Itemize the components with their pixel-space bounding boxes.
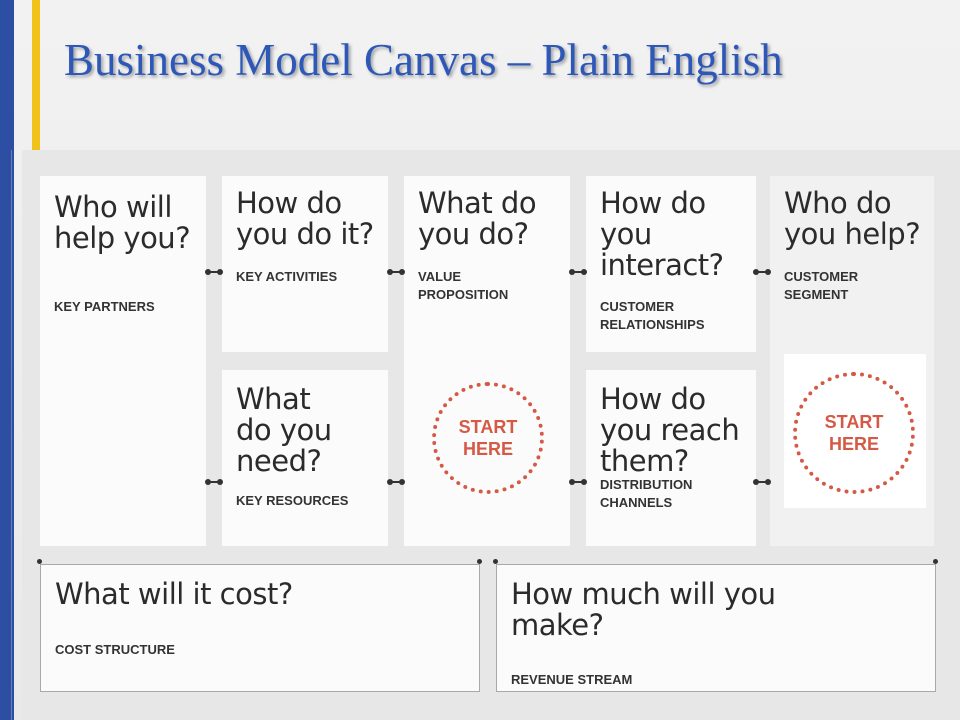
- value-proposition-label: VALUE PROPOSITION: [418, 269, 509, 302]
- start-here-badge: START HERE: [432, 382, 544, 494]
- key-resources-question: What do you need?: [236, 382, 332, 478]
- accent-line: [11, 150, 12, 720]
- corner-dot: [933, 559, 938, 564]
- connector: [203, 267, 225, 277]
- key-partners-label: KEY PARTNERS: [54, 299, 155, 314]
- revenue-stream-block: How much will you make? REVENUE STREAM: [496, 564, 936, 692]
- business-model-canvas: Who will help you? KEY PARTNERS How do y…: [22, 150, 960, 720]
- left-accent-bar: [0, 0, 14, 720]
- connector: [203, 477, 225, 487]
- connector: [751, 267, 773, 277]
- start-here-panel: START HERE: [784, 354, 926, 508]
- connector: [567, 267, 589, 277]
- key-resources-label: KEY RESOURCES: [236, 493, 349, 508]
- customer-segment-question: Who do you help?: [784, 186, 921, 251]
- start-here-badge: START HERE: [793, 372, 915, 494]
- customer-relationships-block: How do you interact? CUSTOMER RELATIONSH…: [586, 176, 756, 352]
- distribution-channels-label: DISTRIBUTION CHANNELS: [600, 477, 693, 510]
- revenue-stream-label: REVENUE STREAM: [511, 672, 633, 687]
- key-activities-question: How do you do it?: [236, 186, 374, 251]
- value-proposition-block: What do you do? VALUE PROPOSITION START …: [404, 176, 570, 546]
- key-partners-block: Who will help you? KEY PARTNERS: [40, 176, 206, 546]
- gold-accent-bar: [32, 0, 40, 150]
- slide-title: Business Model Canvas – Plain English: [64, 35, 783, 85]
- key-partners-question: Who will help you?: [54, 190, 191, 255]
- key-resources-block: What do you need? KEY RESOURCES: [222, 370, 388, 546]
- customer-relationships-question: How do you interact?: [600, 186, 724, 282]
- cost-structure-label: COST STRUCTURE: [55, 642, 175, 657]
- customer-relationships-label: CUSTOMER RELATIONSHIPS: [600, 299, 705, 332]
- customer-segment-block: Who do you help? CUSTOMER SEGMENT START …: [770, 176, 934, 546]
- distribution-channels-question: How do you reach them?: [600, 382, 740, 478]
- key-activities-block: How do you do it? KEY ACTIVITIES: [222, 176, 388, 352]
- distribution-channels-block: How do you reach them? DISTRIBUTION CHAN…: [586, 370, 756, 546]
- connector: [567, 477, 589, 487]
- cost-structure-question: What will it cost?: [55, 577, 293, 611]
- corner-dot: [493, 559, 498, 564]
- corner-dot: [37, 559, 42, 564]
- revenue-stream-question: How much will you make?: [511, 577, 776, 642]
- customer-segment-label: CUSTOMER SEGMENT: [784, 269, 859, 302]
- connector: [385, 267, 407, 277]
- connector: [751, 477, 773, 487]
- value-proposition-question: What do you do?: [418, 186, 537, 251]
- corner-dot: [477, 559, 482, 564]
- key-activities-label: KEY ACTIVITIES: [236, 269, 338, 284]
- connector: [385, 477, 407, 487]
- cost-structure-block: What will it cost? COST STRUCTURE: [40, 564, 480, 692]
